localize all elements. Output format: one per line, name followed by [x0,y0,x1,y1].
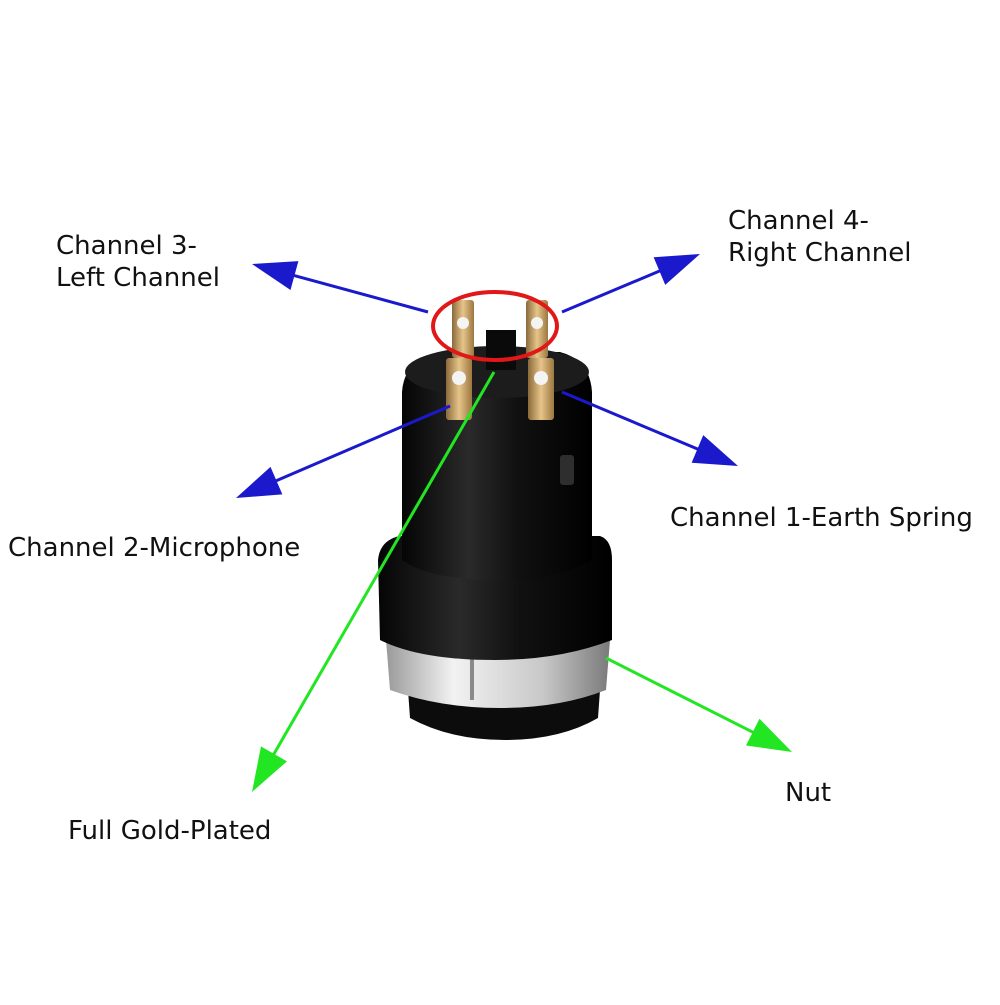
label-nut: Nut [785,777,831,809]
label-channel-2-text: Channel 2-Microphone [8,533,301,563]
arrow-gold-plated [252,371,496,792]
label-channel-2: Channel 2-Microphone [8,532,300,564]
label-nut-text: Nut [785,778,832,808]
arrow-gold-plated-head [252,746,287,792]
nut-ring [386,640,610,708]
arrow-channel-3-head [252,261,299,291]
arrow-channel-1-head [691,435,738,466]
arrow-channel-2-head [236,466,283,498]
highlight-ring [431,290,559,362]
jack-notch [560,455,574,485]
label-channel-1-text: Channel 1-Earth Spring [670,503,973,533]
gold-terminal-icon [446,300,554,420]
arrow-nut-shaft [605,656,757,736]
label-channel-1: Channel 1-Earth Spring [670,502,973,534]
arrow-nut-head [745,718,792,752]
arrow-channel-4 [561,254,700,314]
arrow-channel-3-shaft [290,273,429,314]
label-channel-4-line2: Right Channel [728,238,912,268]
arrow-gold-plated-shaft [270,371,496,759]
arrow-nut [605,656,792,752]
arrow-channel-1 [561,390,738,466]
arrow-channel-1-shaft [561,390,702,452]
arrow-channel-2-shaft [272,404,451,484]
label-channel-3-line1: Channel 3- [56,231,197,261]
nut-edge [470,642,474,700]
label-gold-text: Full Gold-Plated [68,816,272,846]
label-full-gold-plated: Full Gold-Plated [68,815,271,847]
label-channel-4: Channel 4- Right Channel [728,205,911,269]
arrow-channel-2 [236,404,451,498]
label-channel-4-line1: Channel 4- [728,206,869,236]
label-channel-3: Channel 3- Left Channel [56,230,220,294]
arrow-channel-4-shaft [561,268,664,314]
arrow-channel-4-head [653,254,700,285]
arrow-channel-3 [252,261,429,314]
arrow-layer [236,254,792,792]
label-channel-3-line2: Left Channel [56,263,220,293]
audio-jack-icon [378,300,612,740]
